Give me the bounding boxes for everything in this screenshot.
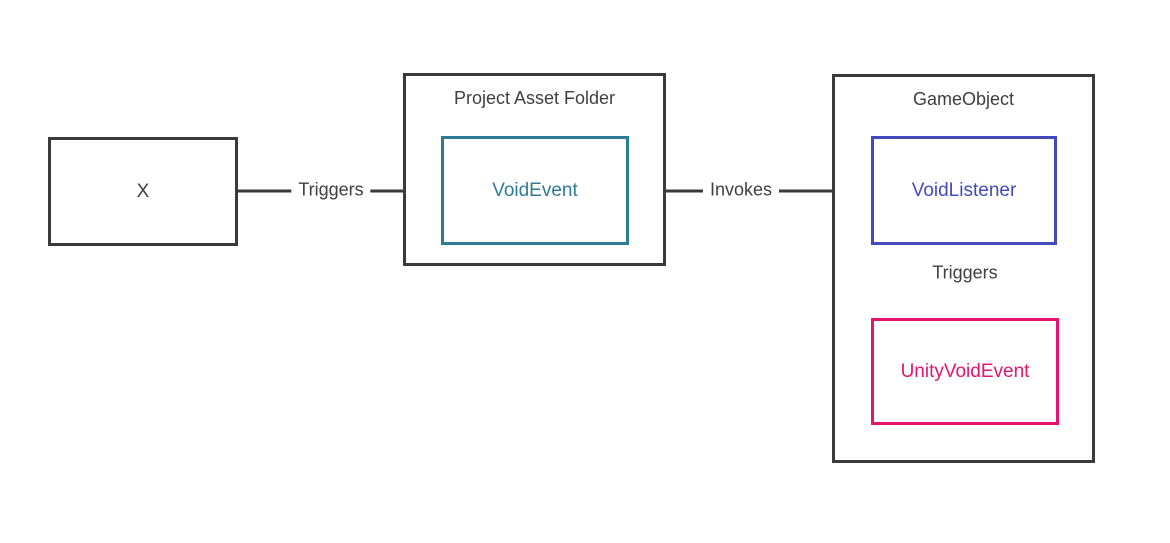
node-unity-void-event-label: UnityVoidEvent (900, 360, 1030, 382)
node-void-listener-label: VoidListener (911, 179, 1017, 201)
container-game-object-title: GameObject (912, 89, 1015, 109)
node-void-event: VoidEvent (441, 136, 629, 245)
node-void-event-label: VoidEvent (492, 179, 578, 201)
node-x: X (48, 137, 238, 246)
container-project-asset-folder-title: Project Asset Folder (453, 88, 616, 108)
edge-label-triggers-1: Triggers (291, 177, 371, 203)
node-x-label: X (136, 180, 150, 202)
edge-label-invokes: Invokes (702, 177, 780, 203)
edge-label-triggers-2: Triggers (925, 260, 1005, 286)
node-void-listener: VoidListener (871, 136, 1057, 245)
node-unity-void-event: UnityVoidEvent (871, 318, 1059, 425)
